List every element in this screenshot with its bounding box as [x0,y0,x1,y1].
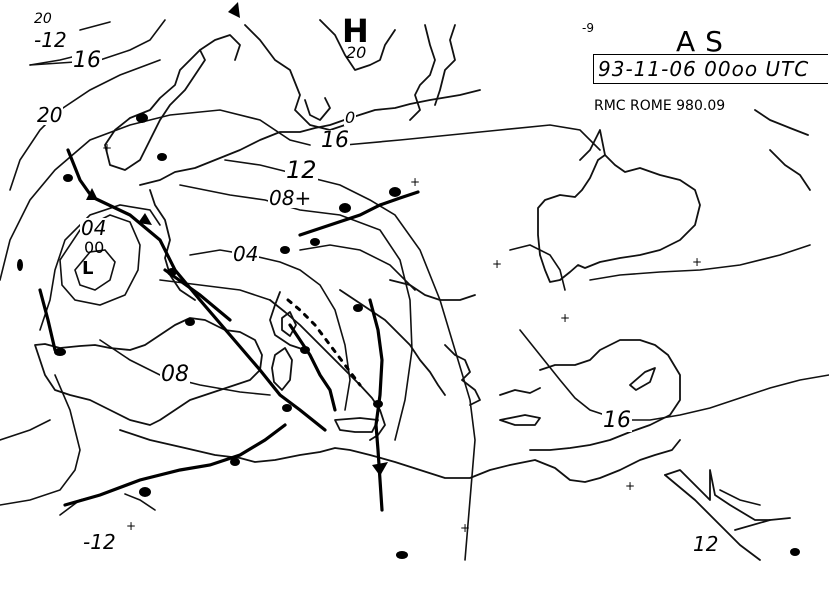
front-symbols [17,2,800,559]
fronts [38,148,420,512]
isobar-label-nw-12: -12 [33,28,68,52]
chart-source: RMC ROME 980.09 [594,98,726,114]
grid-cross-marker: + [410,175,421,189]
grid-cross-marker: + [492,257,503,271]
isobar-label-se-12: 12 [692,532,720,556]
isobar-label-nw-20: 20 [33,11,53,27]
isobar-label-e-16: 16 [602,408,632,433]
low-pressure-value: 00 [84,238,105,257]
isobar-label-sw-08: 08 [160,362,190,387]
isobar-label-w-20: 20 [36,103,64,127]
chart-datetime: 93-11-06 00oo UTC [598,57,810,81]
trough-line [286,298,362,387]
grid-cross-marker: + [102,141,113,155]
isobar-label-n-20: 0 [344,108,357,127]
isobar-label-c-04: 04 [232,242,260,266]
grid-cross-marker: + [560,311,571,325]
high-pressure-value: 20 [346,43,367,62]
cold-front-west [66,148,94,199]
chart-code: AS [676,25,733,58]
coastlines [34,19,811,561]
corner-mark: -9 [582,21,594,35]
low-pressure-center: L [82,258,94,279]
grid-cross-marker: + [692,255,703,269]
isobar-label-c-08: 08+ [268,186,313,210]
isobar-label-nw-16: 16 [72,48,102,73]
header-box [593,54,828,84]
high-pressure-center: H [342,12,369,50]
isobar-label-sw-12: -12 [82,530,117,554]
isobar-label-n-16: 16 [320,128,350,153]
isobar-label-c-12: 12 [285,156,318,184]
grid-cross-marker: + [126,519,137,533]
grid-cross-marker: + [460,521,471,535]
isobar-label-low-04: 04 [80,216,108,240]
grid-cross-marker: + [625,479,636,493]
